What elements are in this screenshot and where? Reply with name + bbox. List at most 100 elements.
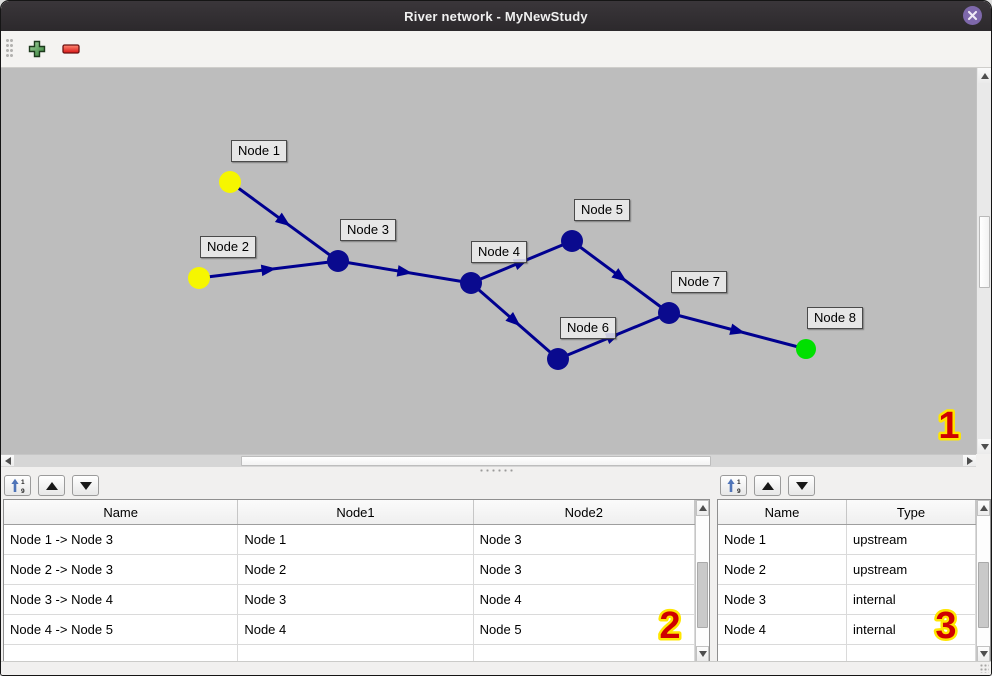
scroll-right-button[interactable]	[963, 455, 976, 466]
column-header[interactable]: Name	[718, 500, 847, 524]
network-canvas[interactable]: Node 1 Node 2 Node 3 Node 4 Node 5 Node 6 Node…	[1, 68, 976, 454]
scroll-down-button[interactable]	[977, 646, 990, 662]
column-header[interactable]: Type	[847, 500, 976, 524]
node-label[interactable]: Node 7	[671, 271, 727, 293]
table-cell[interactable]: Node 1 -> Node 3	[4, 525, 239, 554]
main-toolbar	[1, 31, 991, 68]
canvas-vscrollbar[interactable]	[976, 68, 991, 454]
node-label[interactable]: Node 3	[340, 219, 396, 241]
table-cell[interactable]	[847, 645, 976, 662]
toolbar-grip[interactable]	[6, 39, 14, 59]
hscroll-thumb[interactable]	[241, 456, 711, 466]
move-up-button[interactable]	[38, 475, 65, 496]
node-circle[interactable]	[796, 339, 816, 359]
column-header[interactable]: Node2	[474, 500, 695, 524]
scroll-up-button[interactable]	[978, 68, 991, 83]
table-cell[interactable]	[718, 645, 847, 662]
node-circle[interactable]	[561, 230, 583, 252]
scroll-up-button[interactable]	[977, 500, 990, 516]
table-row[interactable]	[4, 645, 695, 662]
table-cell[interactable]: Node 3	[474, 555, 695, 584]
edge-arrow-icon	[274, 212, 291, 227]
table-cell[interactable]: Node 3 -> Node 4	[4, 585, 239, 614]
table-cell[interactable]: Node 4	[238, 615, 474, 644]
table-cell[interactable]: Node 1	[718, 525, 847, 554]
horizontal-splitter[interactable]	[1, 467, 991, 474]
node-label[interactable]: Node 6	[560, 317, 616, 339]
table-cell[interactable]	[474, 645, 695, 662]
node-circle[interactable]	[327, 250, 349, 272]
move-up-button[interactable]	[754, 475, 781, 496]
arrow-left-icon	[4, 456, 11, 465]
table-cell[interactable]: Node 3	[474, 525, 695, 554]
table-cell[interactable]: Node 1	[238, 525, 474, 554]
status-bar	[1, 661, 991, 675]
table-cell[interactable]: Node 2 -> Node 3	[4, 555, 239, 584]
sort-button[interactable]: 1 9	[4, 475, 31, 496]
node-label[interactable]: Node 1	[231, 140, 287, 162]
vscroll-thumb[interactable]	[978, 562, 989, 628]
table-cell[interactable]: upstream	[847, 525, 976, 554]
scroll-down-button[interactable]	[978, 439, 991, 454]
table-cell[interactable]: Node 2	[718, 555, 847, 584]
table-cell[interactable]: Node 4	[474, 585, 695, 614]
node-circle[interactable]	[547, 348, 569, 370]
node-label[interactable]: Node 2	[200, 236, 256, 258]
node-circle[interactable]	[188, 267, 210, 289]
table-cell[interactable]: Node 3	[718, 585, 847, 614]
scroll-up-button[interactable]	[696, 500, 709, 516]
close-icon	[963, 6, 982, 25]
arrow-up-icon	[979, 505, 988, 511]
close-button[interactable]	[962, 5, 983, 26]
table-cell[interactable]: Node 4	[718, 615, 847, 644]
table-cell[interactable]: Node 3	[238, 585, 474, 614]
table-cell[interactable]: Node 2	[238, 555, 474, 584]
vscroll-thumb[interactable]	[697, 562, 708, 628]
sort-button[interactable]: 1 9	[720, 475, 747, 496]
edge-arrow-icon	[611, 268, 627, 282]
column-header[interactable]: Node1	[238, 500, 474, 524]
arrow-down-icon	[979, 651, 988, 657]
node-circle[interactable]	[460, 272, 482, 294]
node-circle[interactable]	[658, 302, 680, 324]
table-cell[interactable]: Node 4 -> Node 5	[4, 615, 239, 644]
scroll-left-button[interactable]	[1, 455, 14, 466]
canvas-hscrollbar[interactable]	[1, 454, 976, 467]
table-cell[interactable]: internal	[847, 585, 976, 614]
resize-grip[interactable]	[980, 664, 989, 673]
move-down-button[interactable]	[788, 475, 815, 496]
node-circle[interactable]	[219, 171, 241, 193]
arrow-right-icon	[966, 456, 973, 465]
table-cell[interactable]: upstream	[847, 555, 976, 584]
move-down-button[interactable]	[72, 475, 99, 496]
nodes-table-vscrollbar[interactable]	[976, 500, 990, 662]
connections-table-vscrollbar[interactable]	[695, 500, 709, 662]
remove-node-button[interactable]	[60, 38, 82, 60]
scroll-down-button[interactable]	[696, 646, 709, 662]
table-row[interactable]	[718, 645, 976, 662]
vscroll-thumb[interactable]	[979, 216, 990, 288]
column-header[interactable]: Name	[4, 500, 239, 524]
table-cell[interactable]: internal	[847, 615, 976, 644]
plus-icon	[28, 40, 46, 58]
node-label[interactable]: Node 8	[807, 307, 863, 329]
table-cell[interactable]: Node 5	[474, 615, 695, 644]
node-label[interactable]: Node 5	[574, 199, 630, 221]
titlebar: River network - MyNewStudy	[1, 1, 991, 31]
edge-arrow-icon	[729, 323, 746, 335]
table-cell[interactable]	[238, 645, 474, 662]
add-node-button[interactable]	[26, 38, 48, 60]
table-cell[interactable]	[4, 645, 239, 662]
sort-ascending-icon: 1 9	[10, 478, 25, 494]
node-label[interactable]: Node 4	[471, 241, 527, 263]
